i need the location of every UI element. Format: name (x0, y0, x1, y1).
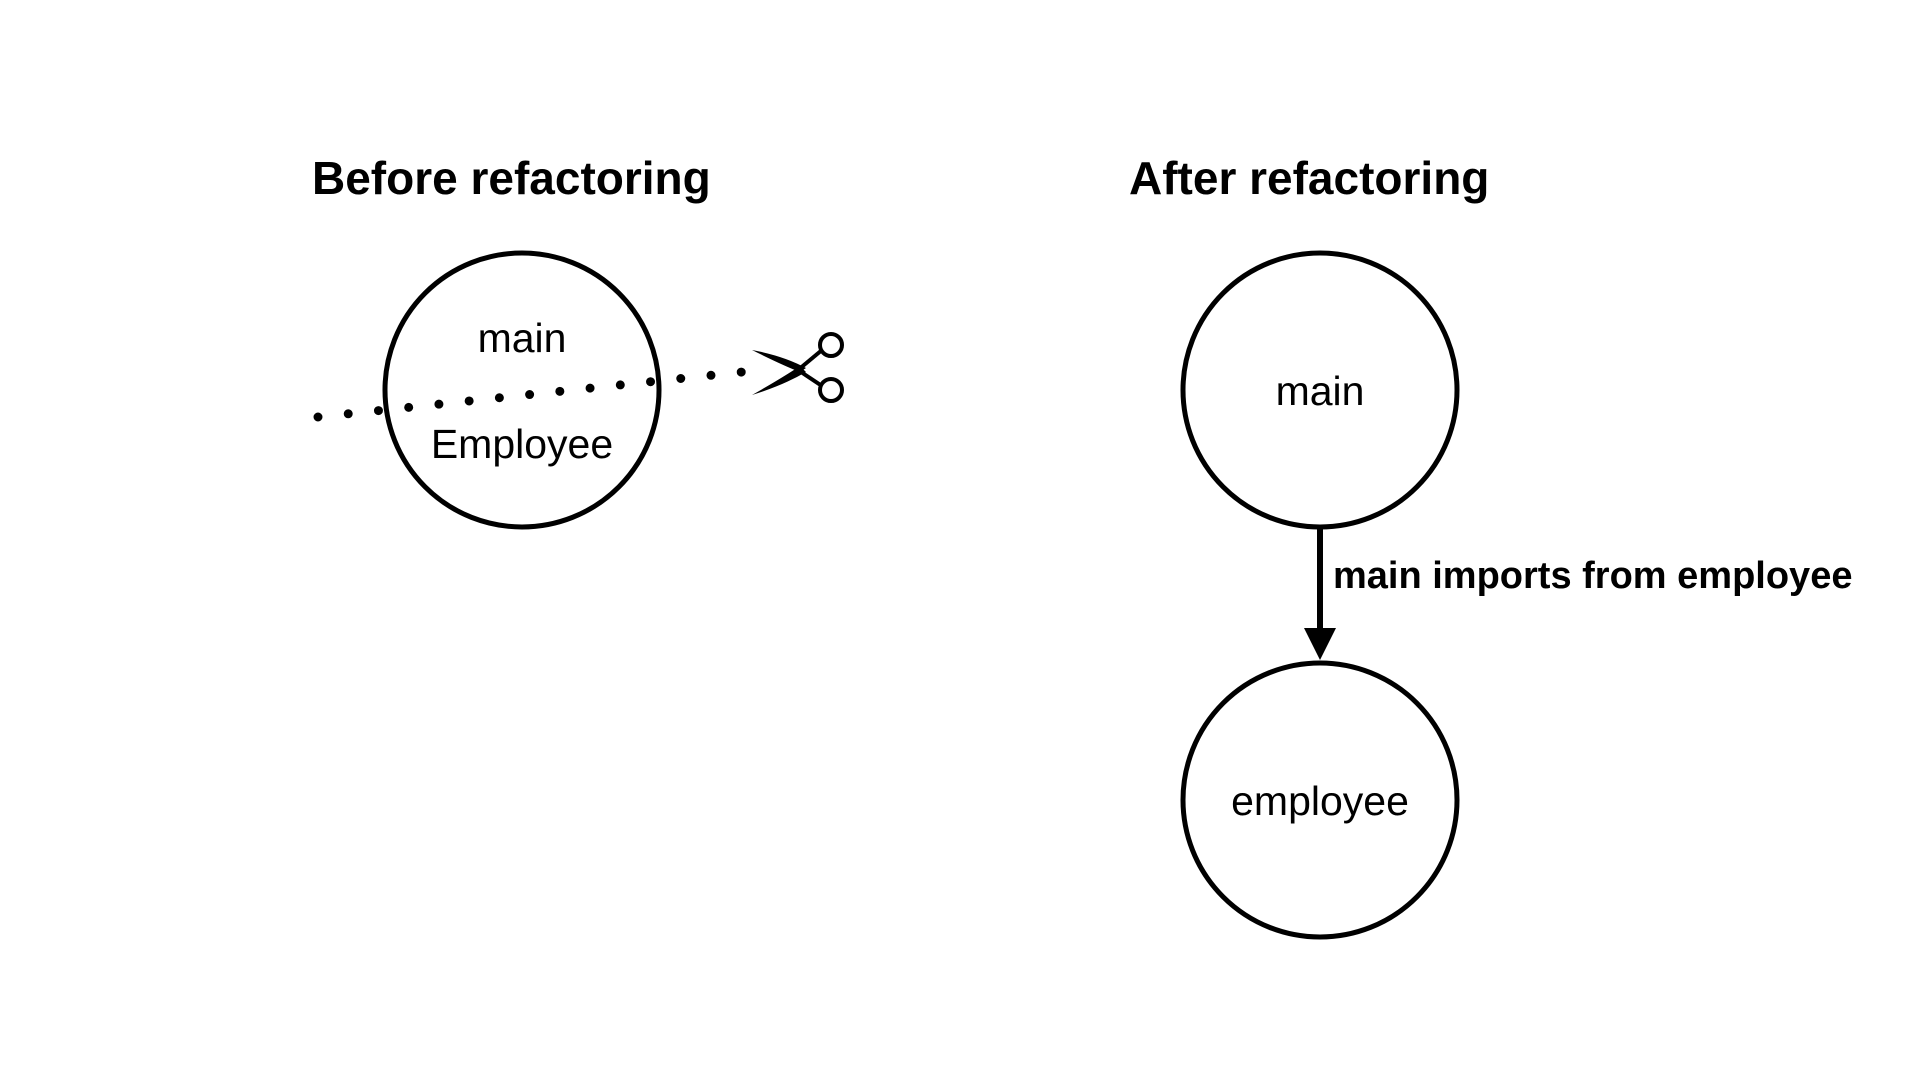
main-node-label: main (1276, 368, 1365, 414)
employee-node (1180, 660, 1460, 940)
after-refactoring-title: After refactoring (1129, 152, 1490, 204)
employee-node-label: employee (1231, 778, 1409, 824)
import-arrowhead (1304, 628, 1336, 660)
node-label-main: main (478, 315, 567, 361)
before-refactoring-title: Before refactoring (312, 152, 711, 204)
node-label-employee: Employee (431, 421, 613, 467)
combined-module-node (382, 250, 662, 530)
scissors-icon (752, 332, 844, 403)
after-panel: main main imports from employee employee (1180, 250, 1852, 940)
import-edge-label: main imports from employee (1333, 555, 1852, 597)
cut-line (313, 367, 747, 422)
before-panel: main Employee (313, 250, 844, 530)
